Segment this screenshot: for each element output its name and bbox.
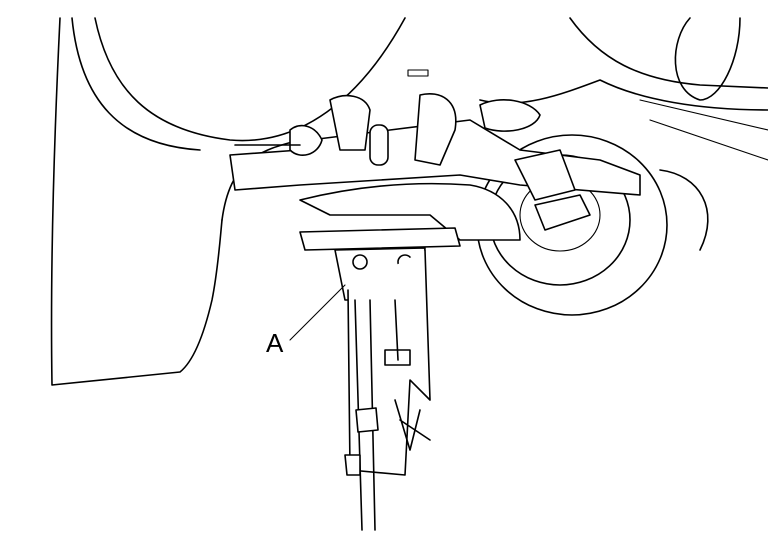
rear-body xyxy=(479,17,768,161)
callout-leader-line xyxy=(289,284,346,341)
callout-label-a: A xyxy=(266,328,284,358)
jack-body xyxy=(344,249,431,531)
fender-panel xyxy=(50,17,429,386)
suspension-axle xyxy=(229,93,641,241)
